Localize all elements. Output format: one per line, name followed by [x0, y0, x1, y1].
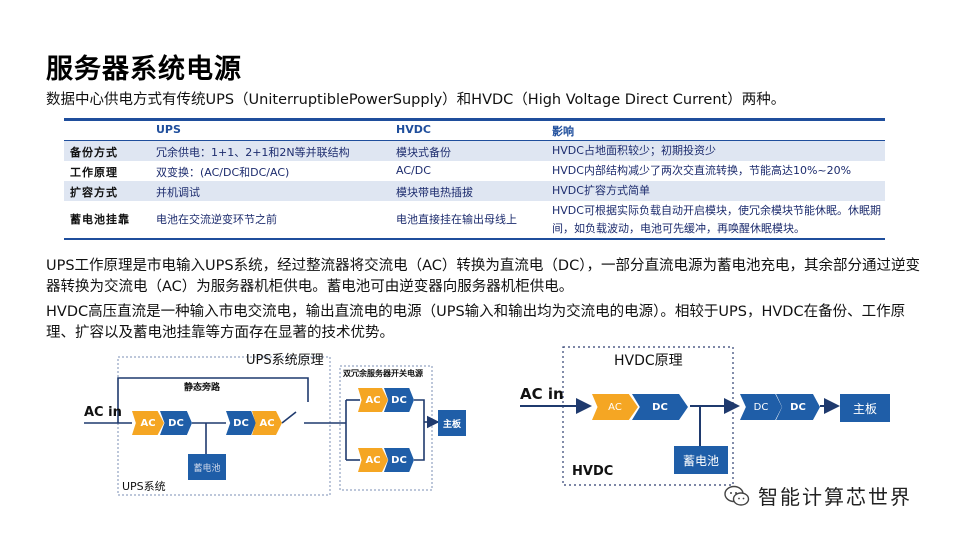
ups-diagram-title: UPS系统原理: [246, 353, 324, 368]
table-header: UPS HVDC 影响: [64, 121, 885, 141]
ups-mainboard: 主板: [438, 410, 466, 436]
header-ups: UPS: [156, 123, 181, 136]
hvdc-rectifier-ac: AC: [592, 394, 638, 420]
ups-rectifier-dc: DC: [160, 411, 192, 435]
table-row: 扩容方式 并机调试 模块带电热插拔 HVDC扩容方式简单: [64, 181, 885, 201]
hvdc-system-frame: [562, 346, 734, 486]
ups-inverter-dc: DC: [226, 411, 256, 435]
hvdc-mainboard: 主板: [840, 394, 890, 422]
watermark: 智能计算芯世界: [724, 481, 912, 510]
psu2-dc: DC: [384, 448, 414, 472]
watermark-text: 智能计算芯世界: [758, 485, 912, 509]
ups-inverter-ac: AC: [252, 411, 282, 435]
ups-ac-in-label: AC in: [84, 405, 122, 420]
hvdc-paragraph: HVDC高压直流是一种输入市电交流电，输出直流电的电源（UPS输入和输出均为交流…: [46, 304, 906, 341]
hvdc-battery: 蓄电池: [674, 446, 728, 474]
hvdc-rectifier-dc: DC: [632, 394, 688, 420]
psu1-dc: DC: [384, 388, 414, 412]
page-title: 服务器系统电源: [46, 54, 242, 85]
table-row: 工作原理 双变换：(AC/DC和DC/AC) AC/DC HVDC内部结构减少了…: [70, 164, 852, 179]
psu2-ac: AC: [358, 448, 388, 472]
comparison-table: UPS HVDC 影响 备份方式 冗余供电：1+1、2+1和2N等并联结构 模块…: [64, 118, 885, 240]
hvdc-diagram-title: HVDC原理: [614, 353, 683, 369]
table-row: 备份方式 冗余供电：1+1、2+1和2N等并联结构 模块式备份 HVDC占地面积…: [64, 141, 885, 161]
table-bottom-rule: [64, 238, 885, 240]
ups-system-label: UPS系统: [122, 480, 166, 493]
ups-system-frame: [117, 356, 331, 496]
hvdc-converter-dc-out: DC: [776, 394, 820, 420]
redundant-psu-label: 双冗余服务器开关电源: [343, 369, 423, 378]
intro-paragraph: 数据中心供电方式有传统UPS（UniterruptiblePowerSupply…: [46, 92, 786, 108]
static-bypass-label: 静态旁路: [184, 383, 221, 393]
header-impact: 影响: [552, 125, 574, 138]
ups-paragraph: UPS工作原理是市电输入UPS系统，经过整流器将交流电（AC）转换为直流电（DC…: [46, 258, 920, 295]
table-row: 蓄电池挂靠 电池在交流逆变环节之前 电池直接挂在输出母线上 HVDC可根据实际负…: [70, 204, 881, 235]
hvdc-ac-in-label: AC in: [520, 385, 564, 403]
hvdc-system-label: HVDC: [572, 464, 614, 479]
psu1-ac: AC: [358, 388, 388, 412]
header-hvdc: HVDC: [396, 123, 431, 136]
wechat-icon: [724, 485, 750, 507]
ups-rectifier-ac: AC: [132, 411, 164, 435]
hvdc-converter-dc-in: DC: [740, 394, 782, 420]
table-top-rule: [64, 118, 885, 121]
ups-battery: 蓄电池: [188, 454, 226, 480]
